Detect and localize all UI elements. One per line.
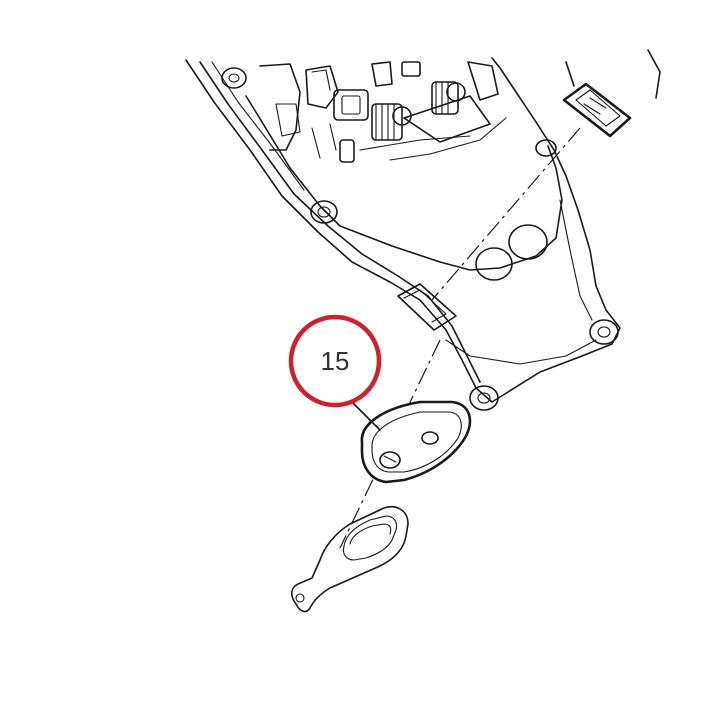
- gear-left-icon: [371, 103, 412, 141]
- frame-screw-boss-mid-left: [310, 200, 338, 224]
- callout-15: 15: [288, 314, 382, 431]
- frame-round-opening-2: [508, 224, 548, 260]
- frame-screw-boss-top-left: [221, 67, 247, 89]
- mounting-bracket: [290, 506, 409, 613]
- bottom-cover-frame: [185, 57, 621, 411]
- callout-circle: [288, 314, 382, 408]
- callout-label: 15: [321, 346, 350, 376]
- frame-round-opening-1: [475, 247, 513, 281]
- frame-screw-boss-top-right: [535, 139, 557, 157]
- frame-screw-boss-bottom: [469, 385, 499, 411]
- frame-screw-boss-right: [589, 319, 619, 345]
- callout-leader-line: [349, 399, 381, 431]
- frame-grommet-slot: [397, 283, 457, 331]
- connector-clip: [562, 49, 661, 138]
- grommet-hole-right: [421, 431, 439, 445]
- assembly-line-clip: [431, 127, 581, 301]
- frame-internal-mechanism: [259, 61, 507, 163]
- gear-right-icon: [431, 81, 466, 115]
- assembly-line-grommet: [339, 339, 441, 549]
- grommet-15: [360, 400, 472, 484]
- grommet-hole-left: [379, 451, 401, 469]
